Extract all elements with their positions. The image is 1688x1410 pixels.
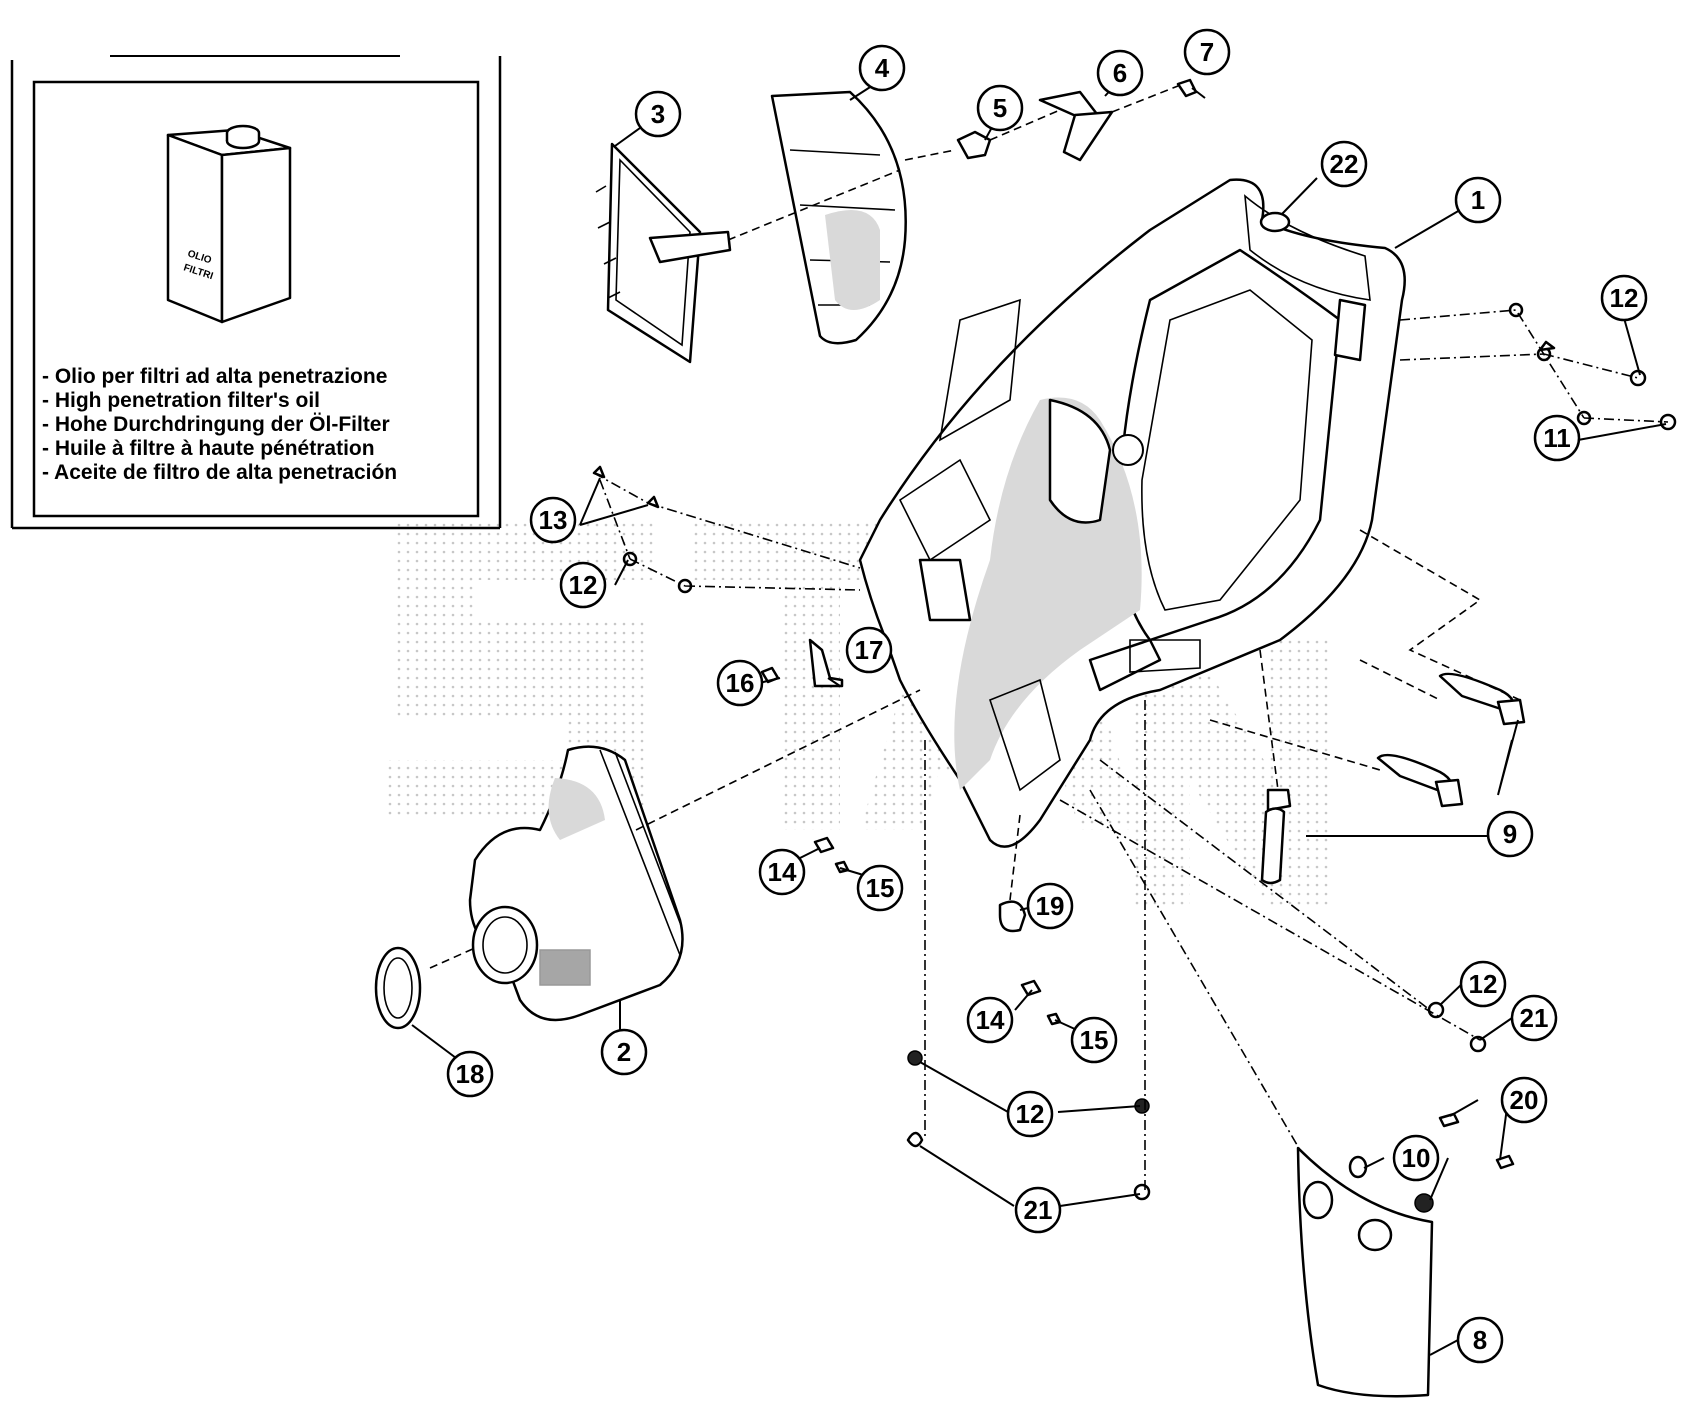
- callout-12-left[interactable]: 12: [559, 561, 607, 609]
- svg-text:4: 4: [875, 53, 890, 83]
- callout-2[interactable]: 2: [600, 1028, 648, 1076]
- svg-text:9: 9: [1503, 819, 1517, 849]
- callout-15-lower[interactable]: 15: [1070, 1016, 1118, 1064]
- oil-line-fr: - Huile à filtre à haute pénétration: [42, 437, 375, 460]
- svg-text:2: 2: [617, 1037, 631, 1067]
- oil-can-icon: OLIO FILTRI: [166, 124, 292, 324]
- callout-11[interactable]: 11: [1533, 414, 1581, 462]
- callout-3[interactable]: 3: [634, 90, 682, 138]
- svg-text:18: 18: [456, 1059, 485, 1089]
- svg-text:16: 16: [726, 668, 755, 698]
- part-1-airbox: [858, 178, 1406, 848]
- callout-9[interactable]: 9: [1486, 810, 1534, 858]
- svg-text:12: 12: [1469, 969, 1498, 999]
- callout-19[interactable]: 19: [1026, 882, 1074, 930]
- oil-line-en: - High penetration filter's oil: [42, 389, 320, 412]
- callout-16[interactable]: 16: [716, 659, 764, 707]
- svg-text:15: 15: [866, 873, 895, 903]
- part-9-drain-plugs: [1260, 672, 1526, 885]
- svg-text:17: 17: [855, 635, 884, 665]
- oil-line-it: - Olio per filtri ad alta penetrazione: [42, 365, 387, 388]
- svg-text:21: 21: [1024, 1195, 1053, 1225]
- svg-text:14: 14: [976, 1005, 1005, 1035]
- callout-6[interactable]: 6: [1096, 49, 1144, 97]
- svg-text:22: 22: [1330, 149, 1359, 179]
- oil-line-de: - Hohe Durchdringung der Öl-Filter: [42, 413, 390, 436]
- callout-13[interactable]: 13: [529, 496, 577, 544]
- part-6-bracket: [1038, 90, 1114, 162]
- callout-22[interactable]: 22: [1320, 140, 1368, 188]
- callout-4[interactable]: 4: [858, 44, 906, 92]
- callout-21-bottom[interactable]: 21: [1014, 1186, 1062, 1234]
- oil-line-es: - Aceite de filtro de alta penetración: [42, 461, 397, 484]
- callout-8[interactable]: 8: [1456, 1316, 1504, 1364]
- svg-text:13: 13: [539, 505, 568, 535]
- svg-text:10: 10: [1402, 1143, 1431, 1173]
- callout-14-upper[interactable]: 14: [758, 848, 806, 896]
- svg-text:1: 1: [1471, 185, 1485, 215]
- svg-text:3: 3: [651, 99, 665, 129]
- svg-text:11: 11: [1543, 423, 1571, 453]
- small-fasteners: [592, 302, 1677, 1213]
- callout-12-lower-right[interactable]: 12: [1459, 960, 1507, 1008]
- svg-text:6: 6: [1113, 58, 1127, 88]
- svg-text:14: 14: [768, 857, 797, 887]
- svg-text:7: 7: [1200, 37, 1214, 67]
- callout-5[interactable]: 5: [976, 84, 1024, 132]
- oil-inset: OLIO FILTRI - Olio per filtri ad alta pe…: [10, 55, 502, 530]
- callout-17[interactable]: 17: [845, 626, 893, 674]
- callout-1[interactable]: 1: [1454, 176, 1502, 224]
- part-22-grommet: [1259, 211, 1291, 233]
- svg-text:12: 12: [1610, 283, 1639, 313]
- part-3-filter-cage: [595, 142, 732, 364]
- callout-20[interactable]: 20: [1500, 1076, 1548, 1124]
- callout-21-right[interactable]: 21: [1510, 994, 1558, 1042]
- callout-14-lower[interactable]: 14: [966, 996, 1014, 1044]
- svg-text:20: 20: [1510, 1085, 1539, 1115]
- svg-text:12: 12: [569, 570, 598, 600]
- callout-18[interactable]: 18: [446, 1050, 494, 1098]
- part-2-intake-boot: [468, 745, 684, 1022]
- inset-frame: [32, 80, 480, 518]
- part-18-clamp: [374, 946, 422, 1030]
- callout-15-upper[interactable]: 15: [856, 864, 904, 912]
- svg-text:15: 15: [1080, 1025, 1109, 1055]
- assembly-lines: [429, 85, 1669, 1192]
- callout-12-top-right[interactable]: 12: [1600, 274, 1648, 322]
- part-4-air-filter: [770, 90, 907, 345]
- callout-7[interactable]: 7: [1183, 28, 1231, 76]
- callout-10[interactable]: 10: [1392, 1134, 1440, 1182]
- svg-text:12: 12: [1016, 1099, 1045, 1129]
- svg-text:8: 8: [1473, 1325, 1487, 1355]
- part-8-fender: [1296, 1146, 1434, 1398]
- callout-12-bottom[interactable]: 12: [1006, 1090, 1054, 1138]
- svg-text:21: 21: [1520, 1003, 1549, 1033]
- svg-text:19: 19: [1036, 891, 1065, 921]
- svg-text:5: 5: [993, 93, 1007, 123]
- part-5-clip: [956, 130, 992, 160]
